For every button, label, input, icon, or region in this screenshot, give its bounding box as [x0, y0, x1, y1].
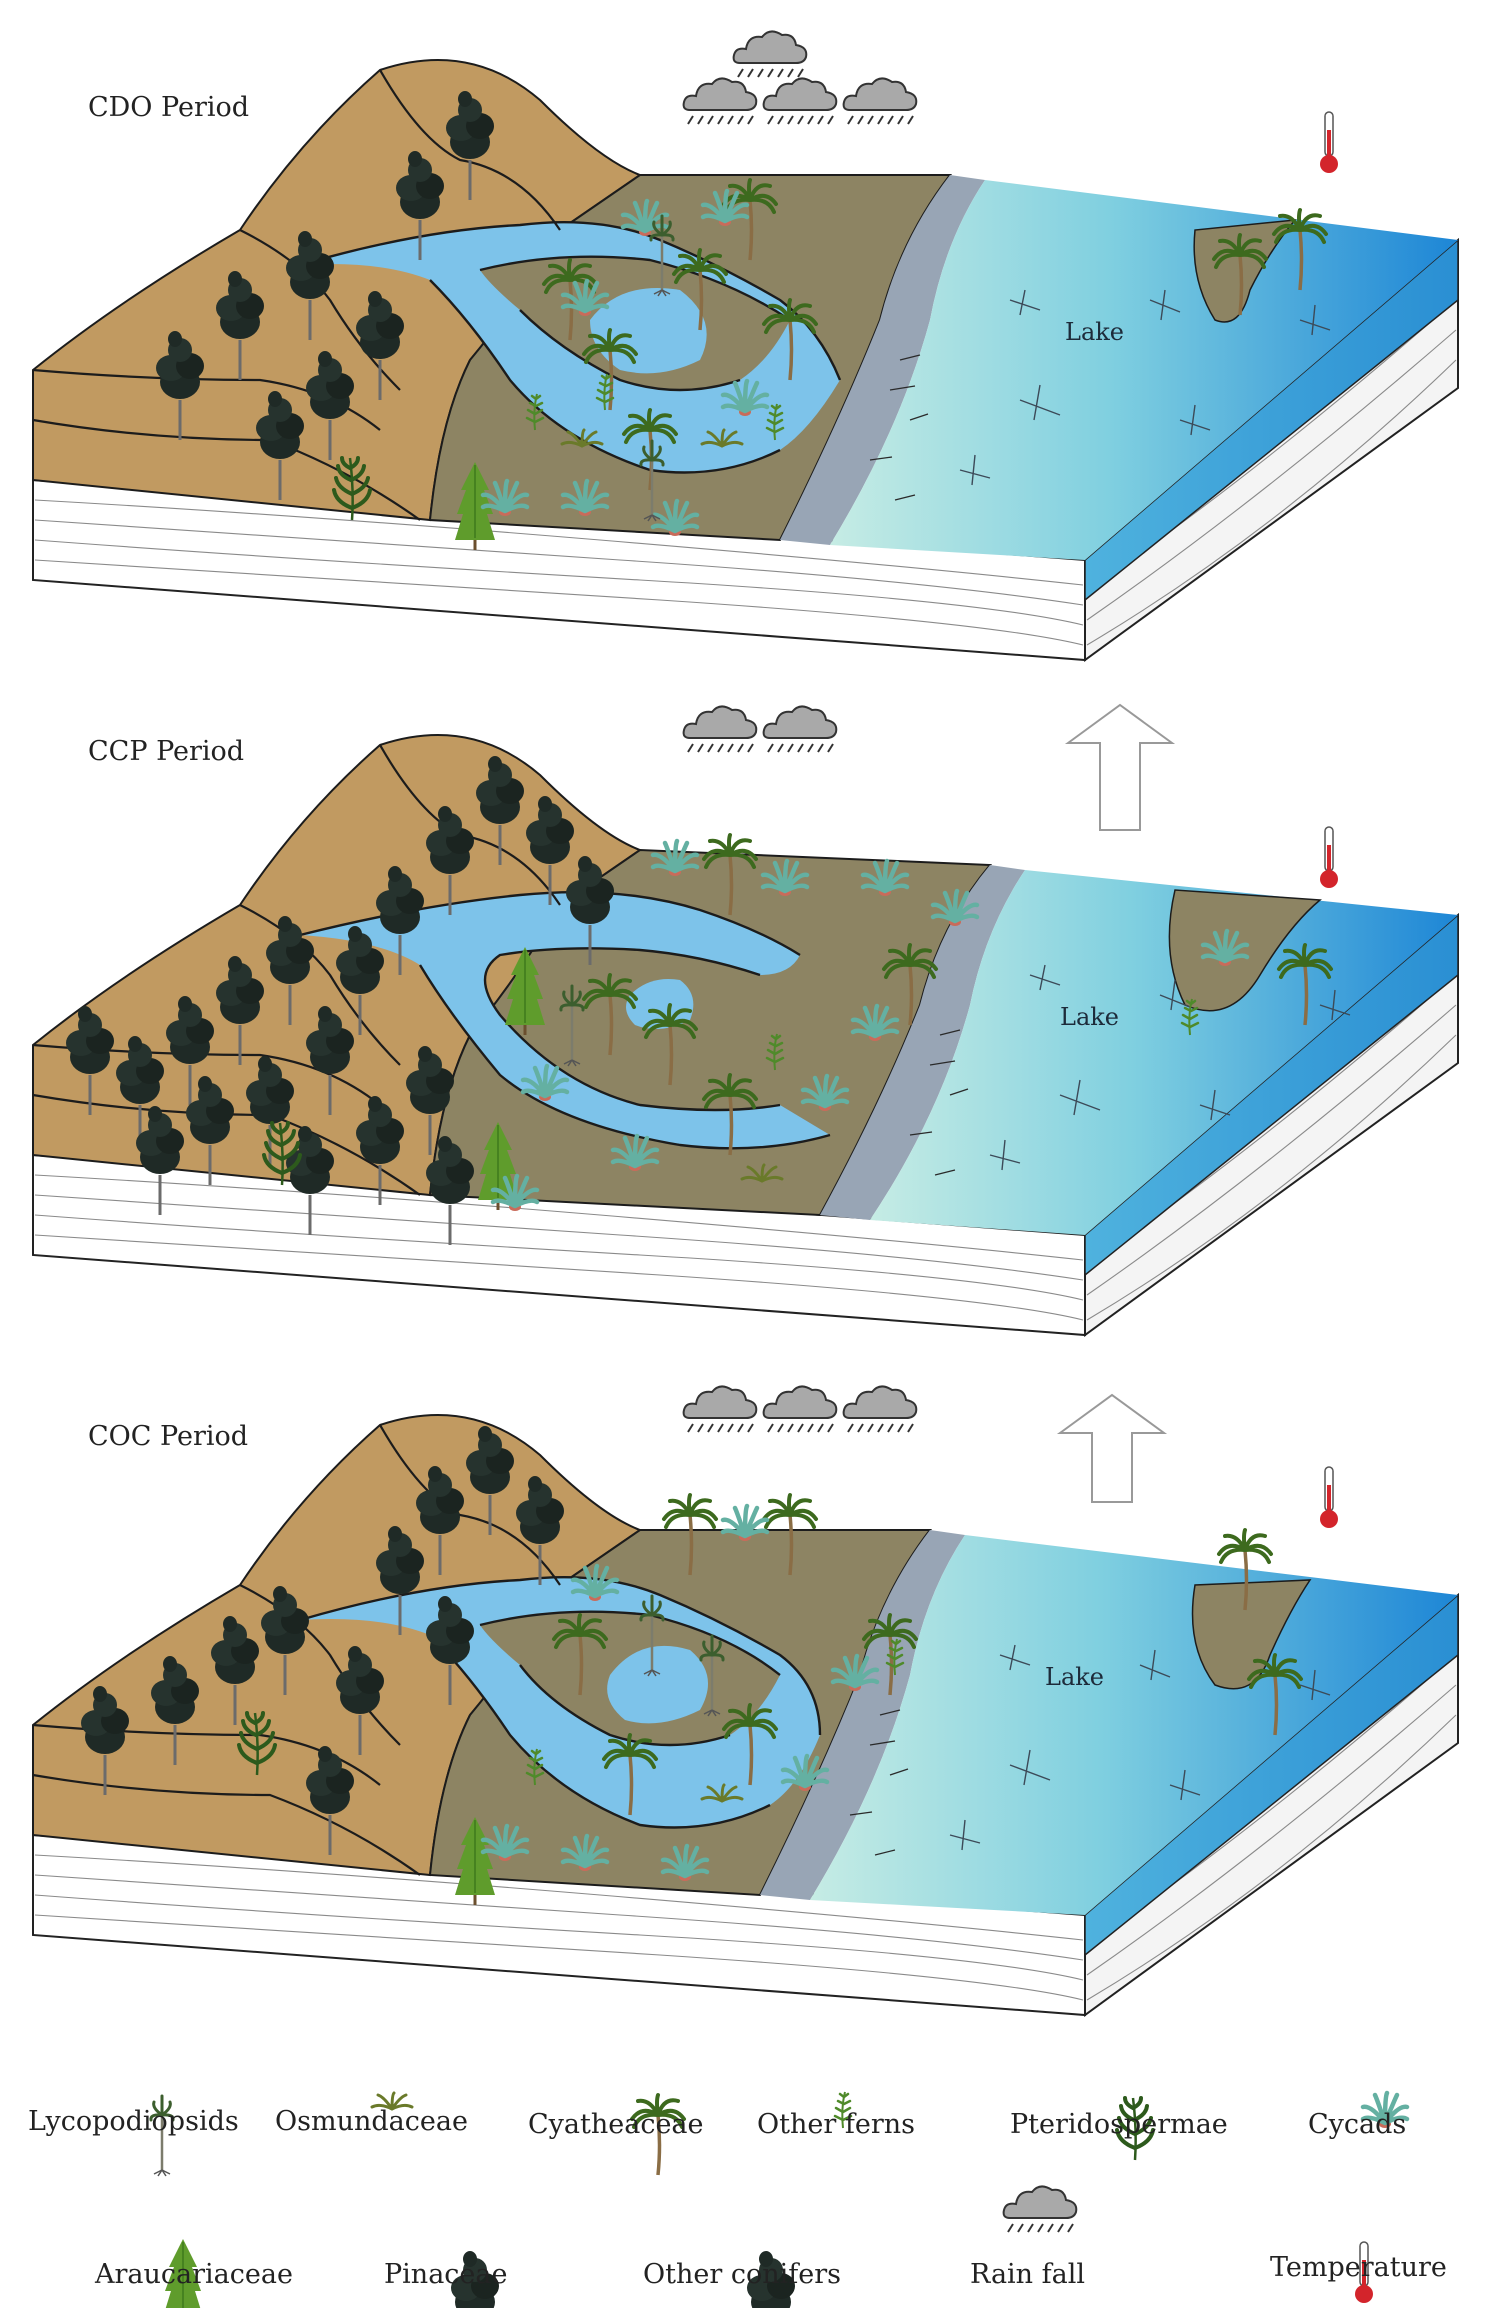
rain-cloud-group [682, 705, 838, 753]
rain-cloud-group [682, 1385, 918, 1433]
legend-label: Pinaceae [384, 2259, 507, 2290]
thermometer-icon [1319, 111, 1339, 174]
rain-cloud-icon [842, 77, 918, 125]
legend: Lycopodiopsids Osmundaceae Cyatheaceae O… [28, 2090, 1447, 2308]
legend-label: Pteridospermae [1010, 2109, 1228, 2140]
panel-cdo: CDO Period Lake [32, 30, 1459, 662]
legend-label: Rain fall [970, 2259, 1085, 2290]
legend-item: Lycopodiopsids [28, 2094, 239, 2178]
period-label: COC Period [88, 1421, 248, 1452]
legend-item: Other conifers [643, 2249, 841, 2308]
thermometer-icon [1319, 826, 1339, 889]
legend-item: Temperature [1270, 2241, 1447, 2304]
legend-item: Pteridospermae [1010, 2096, 1228, 2162]
lake-label: Lake [1065, 318, 1124, 346]
thermometer-icon [1319, 1466, 1339, 1529]
lake-label: Lake [1060, 1003, 1119, 1031]
rain-cloud-icon [1002, 2185, 1078, 2233]
legend-label: Lycopodiopsids [28, 2106, 239, 2137]
legend-item: Araucariaceae [94, 2237, 293, 2308]
panel-coc: COC Period Lake [32, 1385, 1459, 2017]
legend-item: Pinaceae [384, 2249, 507, 2308]
rain-cloud-icon [762, 1385, 838, 1433]
period-label: CCP Period [88, 736, 244, 767]
rain-cloud-icon [682, 1385, 758, 1433]
legend-label: Osmundaceae [275, 2106, 468, 2137]
legend-item: Other ferns [757, 2090, 915, 2140]
arrow-up-icon [1056, 1393, 1168, 1503]
legend-label: Cyatheaceae [528, 2109, 704, 2140]
rain-cloud-group [682, 30, 918, 125]
legend-label: Cycads [1308, 2109, 1406, 2140]
panel-ccp: CCP Period Lake [32, 705, 1459, 1337]
arrow-up-icon [1064, 703, 1176, 831]
rain-cloud-icon [762, 705, 838, 753]
legend-item: Cyatheaceae [528, 2093, 704, 2177]
lake-label: Lake [1045, 1663, 1104, 1691]
legend-item: Osmundaceae [275, 2091, 468, 2137]
period-label: CDO Period [88, 92, 249, 123]
rain-cloud-icon [682, 705, 758, 753]
rain-cloud-icon [762, 77, 838, 125]
rain-cloud-icon [842, 1385, 918, 1433]
legend-label: Temperature [1270, 2252, 1447, 2283]
legend-label: Araucariaceae [94, 2259, 293, 2290]
legend-item: Cycads [1308, 2093, 1407, 2140]
legend-label: Other ferns [757, 2109, 915, 2140]
legend-item: Rain fall [970, 2185, 1085, 2290]
rain-cloud-icon [732, 30, 808, 79]
rain-cloud-icon [682, 77, 758, 125]
legend-label: Other conifers [643, 2259, 841, 2290]
